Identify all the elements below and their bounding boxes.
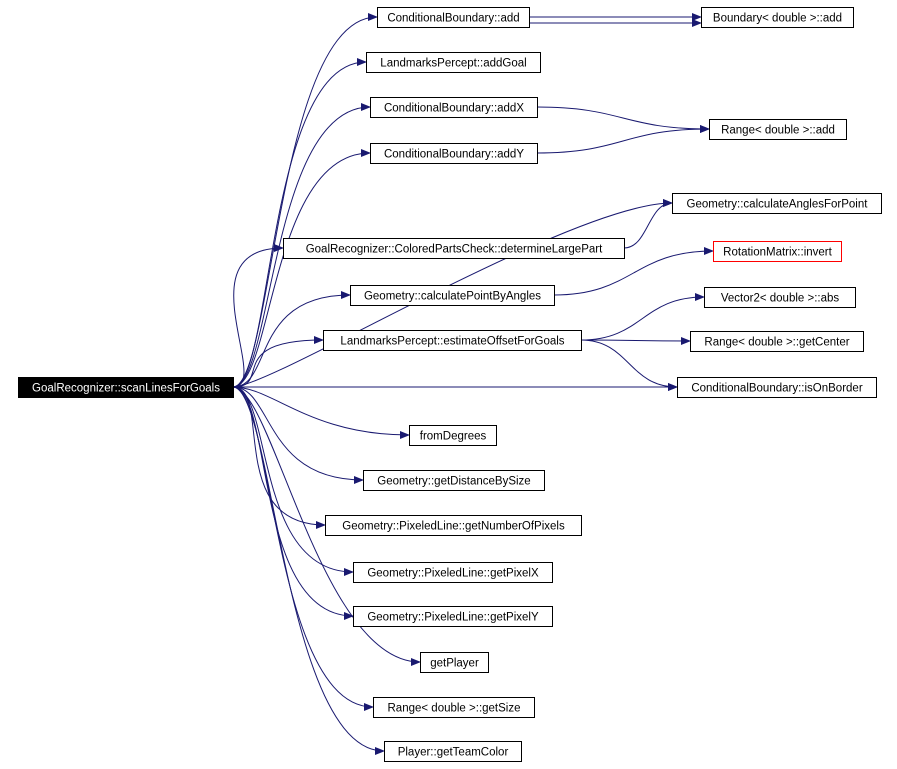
node-gCalcPoint[interactable]: Geometry::calculatePointByAngles [350, 285, 555, 306]
edge-scanLines-to-plNumPixels [232, 386, 326, 529]
node-lpAddGoal[interactable]: LandmarksPercept::addGoal [366, 52, 541, 73]
node-plNumPixels[interactable]: Geometry::PixeledLine::getNumberOfPixels [325, 515, 582, 536]
edge-scanLines-to-pTeamColor [232, 386, 385, 755]
node-box [709, 119, 847, 140]
node-rGetSize[interactable]: Range< double >::getSize [373, 697, 535, 718]
node-label: Geometry::PixeledLine::getPixelX [367, 568, 539, 580]
node-label: Vector2< double >::abs [721, 293, 840, 305]
node-label: fromDegrees [420, 431, 487, 443]
node-label: ConditionalBoundary::isOnBorder [691, 383, 862, 395]
node-gDistBySize[interactable]: Geometry::getDistanceBySize [363, 470, 545, 491]
edge-scanLines-to-cbAddY [232, 149, 371, 388]
node-box [677, 377, 877, 398]
edge-lpEstimate-to-cbIsOnBorder [580, 339, 678, 391]
node-box [384, 741, 522, 762]
node-box [323, 330, 582, 351]
node-lpEstimate[interactable]: LandmarksPercept::estimateOffsetForGoals [323, 330, 582, 351]
node-label: LandmarksPercept::addGoal [380, 58, 526, 70]
node-box [672, 193, 882, 214]
edge-scanLines-to-grDetermine [232, 244, 284, 388]
node-fromDegrees[interactable]: fromDegrees [409, 425, 497, 446]
edge-cbAddX-to-rAdd [536, 106, 710, 133]
node-scanLines[interactable]: GoalRecognizer::scanLinesForGoals [18, 377, 234, 398]
node-box [377, 7, 530, 28]
node-cbAdd[interactable]: ConditionalBoundary::add [377, 7, 530, 28]
edge-lpEstimate-to-rGetCenter [580, 336, 691, 345]
node-box [370, 97, 538, 118]
node-label: Player::getTeamColor [398, 747, 509, 759]
node-label: ConditionalBoundary::add [387, 13, 519, 25]
edge-scanLines-to-lpAddGoal [232, 58, 367, 388]
node-box [283, 238, 625, 259]
edge-scanLines-to-fromDegrees [232, 386, 410, 439]
node-label: GoalRecognizer::scanLinesForGoals [32, 383, 220, 395]
edge-lpEstimate-to-v2Abs [580, 293, 705, 341]
node-box [363, 470, 545, 491]
node-box [701, 7, 854, 28]
node-box [350, 285, 555, 306]
edge-scanLines-to-lpEstimate [232, 336, 324, 388]
node-label: Range< double >::getSize [388, 703, 521, 715]
node-label: ConditionalBoundary::addY [384, 149, 524, 161]
node-label: ConditionalBoundary::addX [384, 103, 524, 115]
node-plPixelX[interactable]: Geometry::PixeledLine::getPixelX [353, 562, 553, 583]
node-label: getPlayer [430, 658, 479, 670]
node-rAdd[interactable]: Range< double >::add [709, 119, 847, 140]
node-box [370, 143, 538, 164]
node-label: Range< double >::add [721, 125, 835, 137]
node-label: Geometry::PixeledLine::getNumberOfPixels [342, 521, 565, 533]
node-label: Geometry::calculatePointByAngles [364, 291, 541, 303]
node-v2Abs[interactable]: Vector2< double >::abs [704, 287, 856, 308]
node-box [704, 287, 856, 308]
node-cbIsOnBorder[interactable]: ConditionalBoundary::isOnBorder [677, 377, 877, 398]
node-rmInvert[interactable]: RotationMatrix::invert [713, 241, 842, 262]
node-label: Geometry::calculateAnglesForPoint [687, 199, 869, 211]
node-box [713, 241, 842, 262]
node-label: Geometry::getDistanceBySize [377, 476, 530, 488]
node-box [18, 377, 234, 398]
node-label: LandmarksPercept::estimateOffsetForGoals [340, 336, 564, 348]
node-bAdd[interactable]: Boundary< double >::add [701, 7, 854, 28]
node-pTeamColor[interactable]: Player::getTeamColor [384, 741, 522, 762]
node-box [325, 515, 582, 536]
node-label: Range< double >::getCenter [704, 337, 849, 349]
edge-gCalcPoint-to-rmInvert [553, 247, 714, 296]
edge-cbAddY-to-rAdd [536, 125, 710, 154]
edge-layer [232, 13, 714, 755]
node-cbAddX[interactable]: ConditionalBoundary::addX [370, 97, 538, 118]
node-box [353, 606, 553, 627]
node-grDetermine[interactable]: GoalRecognizer::ColoredPartsCheck::deter… [283, 238, 625, 259]
node-rGetCenter[interactable]: Range< double >::getCenter [690, 331, 864, 352]
edge-scanLines-to-gDistBySize [232, 386, 364, 484]
node-box [409, 425, 497, 446]
node-getPlayer[interactable]: getPlayer [420, 652, 489, 673]
edge-scanLines-to-getPlayer [232, 386, 421, 666]
node-label: GoalRecognizer::ColoredPartsCheck::deter… [306, 244, 603, 256]
node-box [690, 331, 864, 352]
node-label: RotationMatrix::invert [723, 247, 832, 259]
node-box [420, 652, 489, 673]
edge-scanLines-to-gCalcPoint [232, 291, 351, 388]
node-plPixelY[interactable]: Geometry::PixeledLine::getPixelY [353, 606, 553, 627]
node-gCalcAngles[interactable]: Geometry::calculateAnglesForPoint [672, 193, 882, 214]
edge-grDetermine-to-gCalcAngles [623, 199, 673, 249]
node-cbAddY[interactable]: ConditionalBoundary::addY [370, 143, 538, 164]
node-label: Geometry::PixeledLine::getPixelY [367, 612, 539, 624]
node-box [373, 697, 535, 718]
node-layer: GoalRecognizer::scanLinesForGoals Conditi… [18, 7, 882, 762]
edge-scanLines-to-plPixelY [232, 386, 354, 620]
node-label: Boundary< double >::add [713, 13, 842, 25]
node-box [353, 562, 553, 583]
node-box [366, 52, 541, 73]
